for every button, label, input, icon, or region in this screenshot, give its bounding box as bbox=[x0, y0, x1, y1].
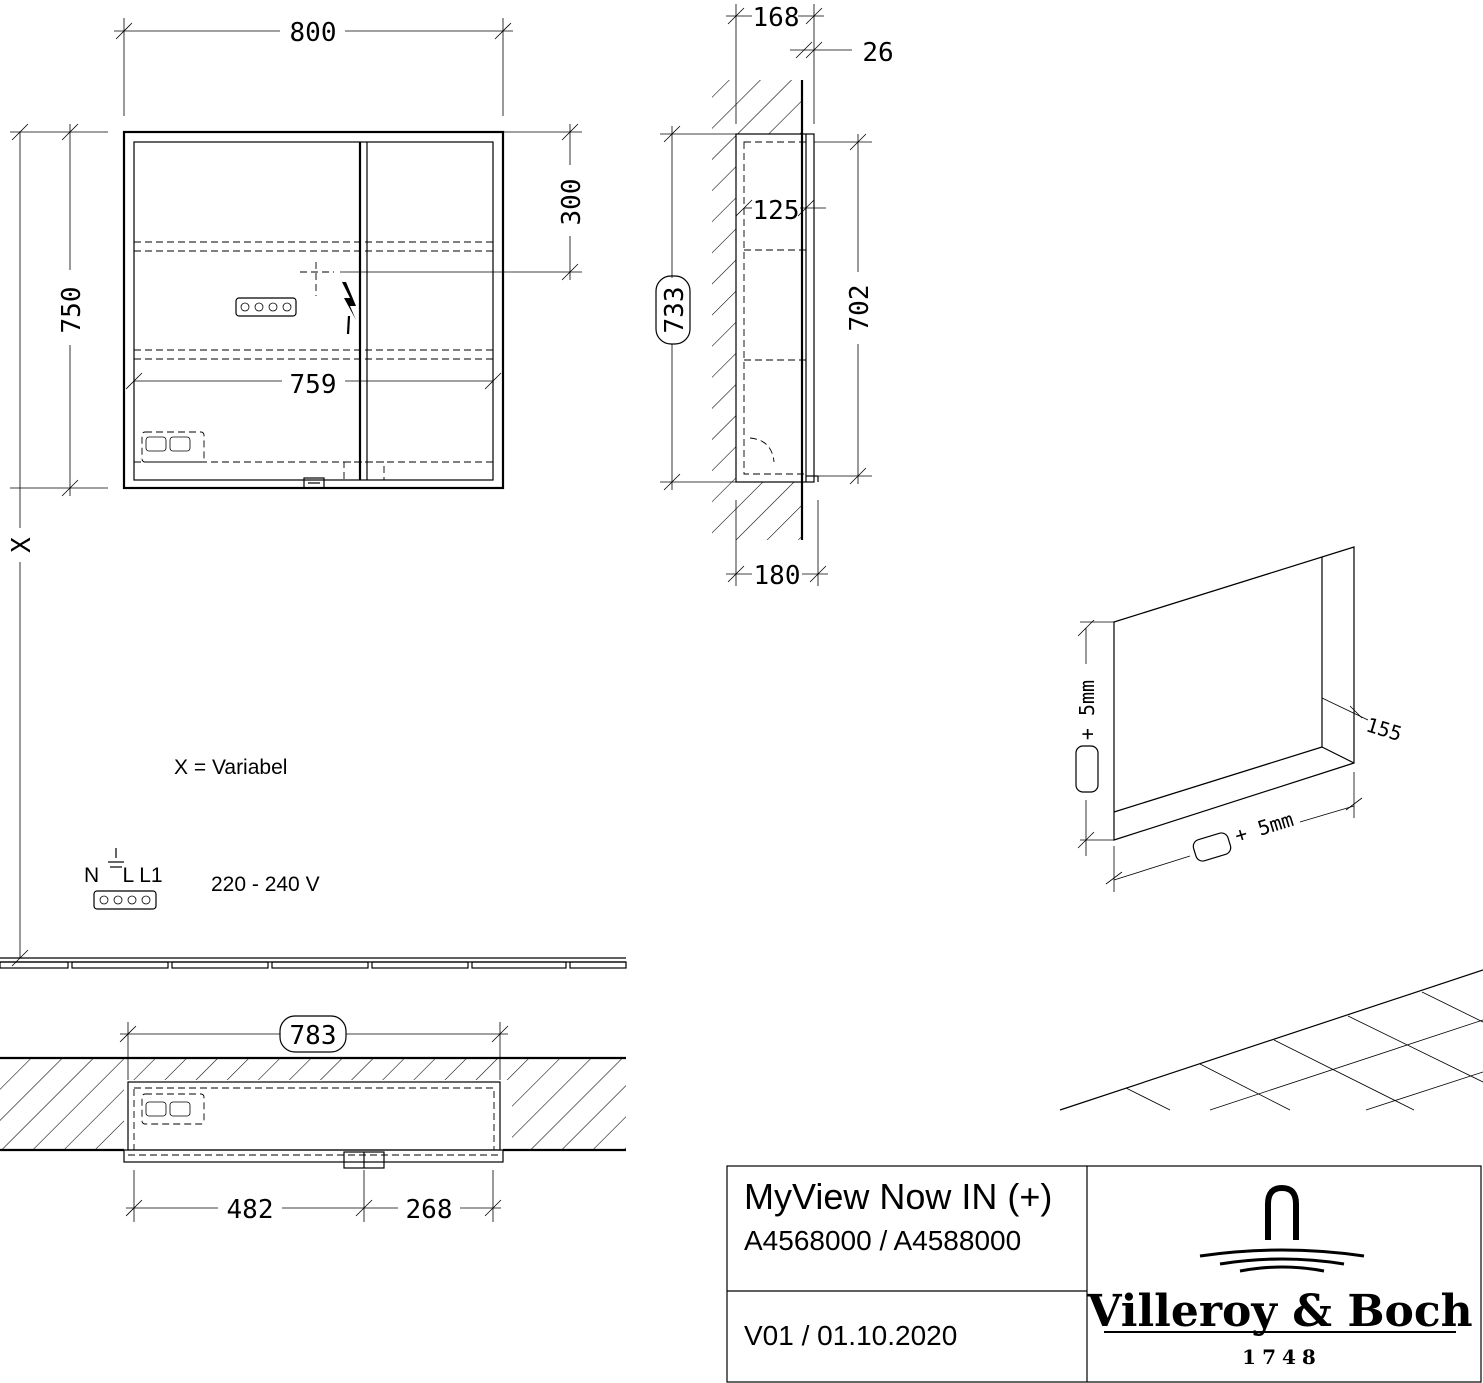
dim-inner-width: 759 bbox=[290, 370, 337, 400]
iso-floor-tiles bbox=[1059, 969, 1483, 1111]
brand-name: Villeroy & Boch bbox=[1086, 1286, 1472, 1337]
terminal-block-icon bbox=[235, 297, 297, 317]
dim-niche-height: 733 bbox=[660, 287, 690, 334]
dim-inner-depth: 125 bbox=[753, 196, 800, 226]
faucet-arch-icon bbox=[1265, 1184, 1299, 1240]
wall-hatch bbox=[712, 80, 802, 540]
version-date: V01 / 01.10.2020 bbox=[744, 1320, 957, 1351]
terminal-block-legend-icon bbox=[93, 890, 157, 910]
dim-width: 800 bbox=[290, 18, 337, 48]
iso-view: + 5mm + 5mm 155 bbox=[1075, 546, 1405, 892]
wiring-note: N L L1 220 - 240 V bbox=[84, 848, 320, 910]
side-view: 168 26 125 733 702 1 bbox=[655, 3, 894, 591]
brand-year: 1748 bbox=[1242, 1345, 1322, 1369]
iso-niche-outline bbox=[1113, 546, 1355, 841]
dim-front-depth: 26 bbox=[862, 38, 893, 68]
dim-niche-width: 783 bbox=[290, 1021, 337, 1051]
cabinet-inner-frame bbox=[133, 141, 494, 481]
title-block-frame bbox=[726, 1165, 1482, 1383]
front-view: 800 750 300 759 X bbox=[7, 18, 587, 967]
dim-height-tolerance: + 5mm bbox=[1075, 680, 1099, 740]
dim-iso-depth: 155 bbox=[1363, 713, 1405, 747]
cabinet-side-body bbox=[735, 133, 815, 483]
dim-left-door: 482 bbox=[227, 1195, 274, 1225]
product-name: MyView Now IN (+) bbox=[744, 1176, 1052, 1217]
iso-width-tolerance-icon bbox=[1192, 832, 1232, 862]
dim-floor-distance: X bbox=[7, 537, 37, 553]
dim-width-tolerance: + 5mm bbox=[1232, 807, 1297, 848]
iso-height-tolerance-icon bbox=[1075, 745, 1099, 793]
floor-line bbox=[0, 957, 627, 969]
title-block: MyView Now IN (+) A4568000 / A4588000 V0… bbox=[726, 1165, 1482, 1383]
plan-doors bbox=[123, 1149, 504, 1163]
cabinet-outer-frame bbox=[122, 130, 505, 490]
article-numbers: A4568000 / A4588000 bbox=[744, 1225, 1021, 1256]
villeroy-boch-logo: Villeroy & Boch 1748 bbox=[1086, 1184, 1473, 1369]
dim-right-door: 268 bbox=[406, 1195, 453, 1225]
dim-total-depth: 180 bbox=[754, 561, 801, 591]
dim-height: 750 bbox=[57, 287, 87, 334]
inner-socket bbox=[141, 431, 205, 463]
electrical-bolt-icon bbox=[342, 282, 356, 320]
dim-inner-height: 702 bbox=[845, 285, 875, 332]
dim-depth-top: 168 bbox=[753, 3, 800, 33]
plan-view: 783 482 268 bbox=[0, 1015, 626, 1225]
variable-note: X = Variabel bbox=[174, 756, 287, 779]
voltage-note: 220 - 240 V bbox=[211, 873, 320, 896]
plan-wall-hatch bbox=[0, 1058, 626, 1150]
dim-socket-offset: 300 bbox=[557, 179, 587, 226]
terminal-labels: N L L1 bbox=[84, 864, 163, 887]
